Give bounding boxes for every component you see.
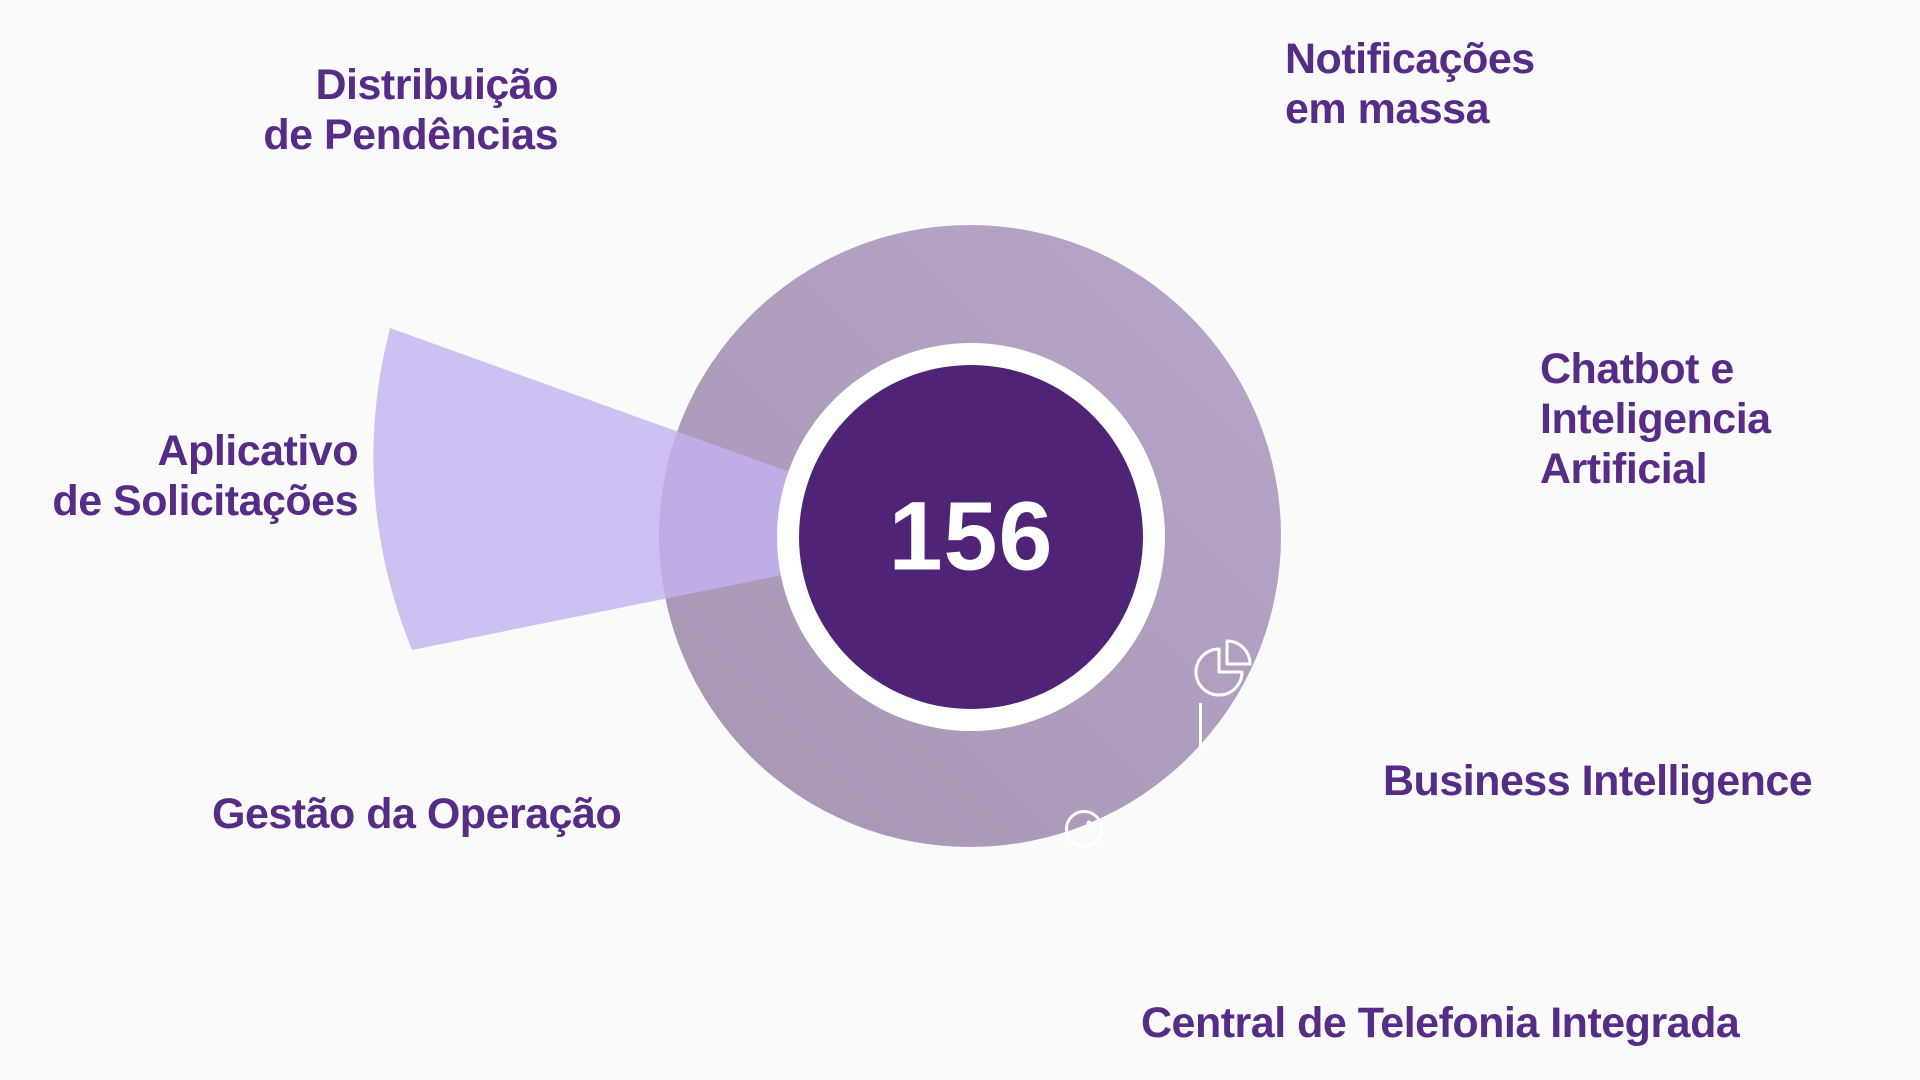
beam-wedge bbox=[373, 328, 970, 650]
label-line: Business Intelligence bbox=[1383, 757, 1813, 805]
label-line: Chatbot e bbox=[1540, 345, 1734, 393]
label-line: Distribuição bbox=[315, 61, 559, 109]
label-aplicativo-de-solicitacoes: Aplicativo de Solicitações bbox=[52, 426, 358, 526]
center-value: 156 bbox=[888, 481, 1054, 591]
label-line: Gestão da Operação bbox=[212, 790, 622, 838]
clock-icon bbox=[1065, 810, 1103, 848]
label-line: Artificial bbox=[1540, 445, 1708, 493]
label-line: Notificações bbox=[1285, 35, 1535, 83]
pie-chart-icon bbox=[1194, 639, 1252, 697]
hub-circle bbox=[799, 365, 1143, 709]
label-line: Inteligencia bbox=[1540, 395, 1771, 443]
label-line: em massa bbox=[1285, 85, 1489, 133]
label-notificacoes-em-massa: Notificações em massa bbox=[1285, 34, 1535, 134]
label-business-intelligence: Business Intelligence bbox=[1383, 756, 1813, 806]
label-line: de Pendências bbox=[263, 111, 558, 159]
label-distribuicao-de-pendencias: Distribuição de Pendências bbox=[263, 60, 558, 160]
label-chatbot-inteligencia-artificial: Chatbot e Inteligencia Artificial bbox=[1540, 344, 1771, 494]
label-line: de Solicitações bbox=[52, 477, 358, 525]
label-line: Aplicativo bbox=[157, 427, 359, 475]
label-line: Central de Telefonia Integrada bbox=[1141, 999, 1740, 1047]
label-gestao-da-operacao: Gestão da Operação bbox=[212, 789, 622, 839]
label-central-de-telefonia-integrada: Central de Telefonia Integrada bbox=[1141, 998, 1740, 1048]
